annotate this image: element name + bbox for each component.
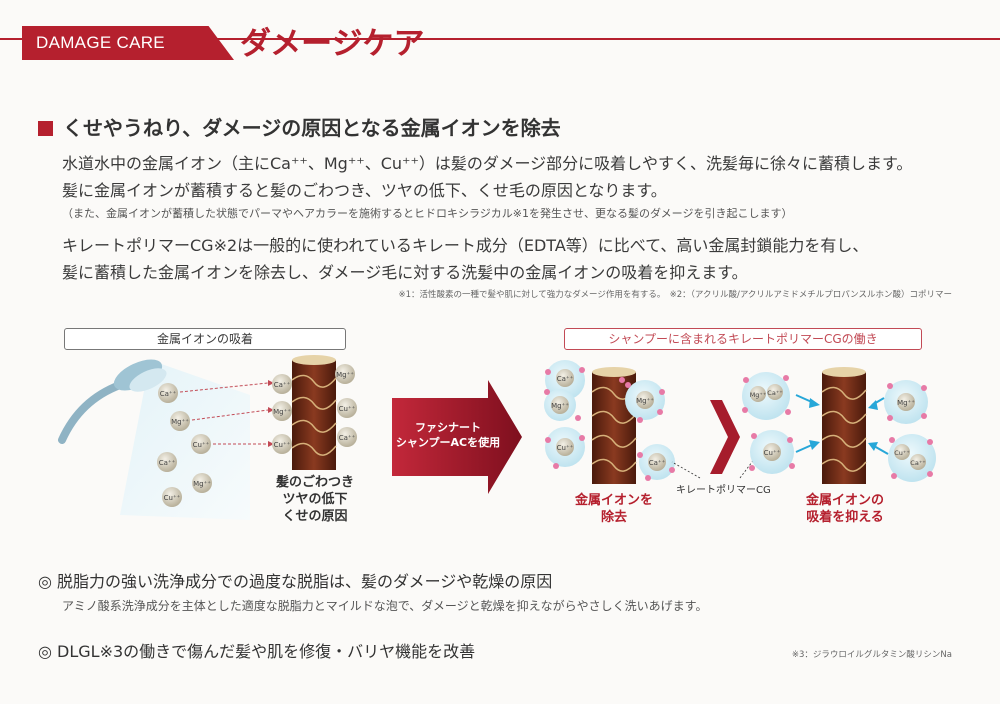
arrow-label-line: シャンプーACを使用 bbox=[395, 436, 501, 449]
svg-text:Mg⁺⁺: Mg⁺⁺ bbox=[897, 399, 915, 407]
svg-text:Mg⁺⁺: Mg⁺⁺ bbox=[193, 480, 211, 488]
svg-text:Mg⁺⁺: Mg⁺⁺ bbox=[336, 371, 354, 379]
chevron-right-icon bbox=[710, 400, 740, 474]
suppress-label: 金属イオンの 吸着を抑える bbox=[790, 492, 900, 526]
remove-label-line: 除去 bbox=[600, 510, 627, 525]
ion-ca bbox=[158, 383, 178, 403]
svg-text:Mg⁺⁺: Mg⁺⁺ bbox=[636, 397, 654, 405]
section-tab-label: DAMAGE CARE bbox=[36, 33, 165, 52]
svg-text:Mg⁺⁺: Mg⁺⁺ bbox=[551, 402, 569, 410]
hair-effect-line: くせの原因 bbox=[282, 509, 348, 524]
svg-text:Mg⁺⁺: Mg⁺⁺ bbox=[273, 408, 291, 416]
adsorb-arrows bbox=[179, 380, 274, 447]
diagram-left-label: 金属イオンの吸着 bbox=[64, 328, 346, 350]
ion-mg bbox=[192, 473, 212, 493]
section-heading: くせやうねり、ダメージの原因となる金属イオンを除去 bbox=[38, 112, 561, 141]
body-note: （また、金属イオンが蓄積した状態でパーマやヘアカラーを施術するとヒドロキシラジカ… bbox=[62, 207, 793, 220]
remove-label-line: 金属イオンを bbox=[574, 493, 653, 508]
hair-strand-damaged bbox=[291, 355, 337, 470]
svg-text:Cu⁺⁺: Cu⁺⁺ bbox=[557, 444, 574, 452]
svg-text:Ca⁺⁺: Ca⁺⁺ bbox=[159, 459, 176, 467]
svg-text:Cu⁺⁺: Cu⁺⁺ bbox=[339, 405, 356, 413]
hair-effect-text: 髪のごわつき ツヤの低下 くせの原因 bbox=[270, 474, 360, 525]
footnote: ※1：活性酸素の一種で髪や肌に対して強力なダメージ作用を有する。 ※2：（アクリ… bbox=[398, 290, 953, 300]
chelate-polymer-label: キレートポリマーCG bbox=[676, 485, 771, 496]
svg-text:Cu⁺⁺: Cu⁺⁺ bbox=[164, 494, 181, 502]
svg-text:Ca⁺⁺: Ca⁺⁺ bbox=[339, 434, 356, 442]
blocked-arrows bbox=[795, 394, 889, 455]
water-ions: Ca⁺⁺ Mg⁺⁺ Cu⁺⁺ Ca⁺⁺ Mg⁺⁺ Cu⁺⁺ bbox=[157, 383, 212, 507]
svg-text:Mg⁺⁺: Mg⁺⁺ bbox=[750, 391, 767, 399]
svg-text:Cu⁺⁺: Cu⁺⁺ bbox=[894, 449, 910, 457]
svg-text:Ca⁺⁺: Ca⁺⁺ bbox=[910, 459, 925, 467]
chelated-ions: Mg⁺⁺ Ca⁺⁺ Cu⁺⁺ Mg⁺⁺ Cu⁺⁺ Ca⁺⁺ bbox=[742, 372, 936, 482]
process-arrow bbox=[392, 380, 522, 494]
section-tab: DAMAGE CARE bbox=[22, 26, 234, 60]
svg-text:Mg⁺⁺: Mg⁺⁺ bbox=[171, 418, 189, 426]
svg-text:Cu⁺⁺: Cu⁺⁺ bbox=[274, 441, 291, 449]
feature-title: ◎ DLGL※3の働きで傷んだ髪や肌を修復・バリヤ機能を改善 bbox=[38, 642, 476, 661]
hair-strand-protected bbox=[821, 367, 867, 484]
shower-head-icon bbox=[58, 359, 167, 444]
ion-mg bbox=[170, 411, 190, 431]
square-bullet-icon bbox=[38, 121, 53, 136]
feature-title: ◎ 脱脂力の強い洗浄成分での過度な脱脂は、髪のダメージや乾燥の原因 bbox=[38, 572, 553, 591]
body-line: キレートポリマーCG※2は一般的に使われているキレート成分（EDTA等）に比べて… bbox=[62, 236, 869, 255]
diagram-right-label: シャンプーに含まれるキレートポリマーCGの働き bbox=[564, 328, 922, 350]
section-heading-text: くせやうねり、ダメージの原因となる金属イオンを除去 bbox=[63, 116, 561, 140]
svg-text:Ca⁺⁺: Ca⁺⁺ bbox=[160, 390, 177, 398]
svg-text:Ca⁺⁺: Ca⁺⁺ bbox=[557, 375, 574, 383]
svg-text:Ca⁺⁺: Ca⁺⁺ bbox=[767, 389, 782, 397]
suppress-label-line: 金属イオンの bbox=[805, 493, 884, 508]
svg-text:Cu⁺⁺: Cu⁺⁺ bbox=[193, 441, 210, 449]
ion-cu bbox=[162, 487, 182, 507]
hair-strand-treated bbox=[591, 367, 637, 484]
svg-text:Ca⁺⁺: Ca⁺⁺ bbox=[649, 459, 666, 467]
suppress-label-line: 吸着を抑える bbox=[806, 510, 884, 525]
hair-ions: Ca⁺⁺ Mg⁺⁺ Mg⁺⁺ Cu⁺⁺ Cu⁺⁺ Ca⁺⁺ bbox=[272, 364, 357, 454]
water-spray bbox=[120, 360, 250, 520]
body-line: 水道水中の金属イオン（主にCa⁺⁺、Mg⁺⁺、Cu⁺⁺）は髪のダメージ部分に吸着… bbox=[62, 154, 913, 173]
page-title: ダメージケア bbox=[240, 26, 425, 62]
remove-label: 金属イオンを 除去 bbox=[564, 492, 664, 526]
header-rule bbox=[0, 38, 1000, 40]
feature-description: アミノ酸系洗浄成分を主体とした適度な脱脂力とマイルドな泡で、ダメージと乾燥を抑え… bbox=[62, 599, 708, 613]
svg-text:Ca⁺⁺: Ca⁺⁺ bbox=[274, 381, 291, 389]
svg-text:Cu⁺⁺: Cu⁺⁺ bbox=[764, 449, 781, 457]
ion-cu bbox=[191, 434, 211, 454]
arrow-label-line: ファシナート bbox=[415, 421, 481, 434]
hair-effect-line: 髪のごわつき bbox=[275, 475, 354, 490]
ion-ca bbox=[157, 452, 177, 472]
body-line: 髪に金属イオンが蓄積すると髪のごわつき、ツヤの低下、くせ毛の原因となります。 bbox=[62, 181, 667, 200]
chelate-bubbles: Ca⁺⁺ Mg⁺⁺ Mg⁺⁺ Cu⁺⁺ Ca⁺⁺ bbox=[544, 360, 675, 481]
footnote: ※3：ジラウロイルグルタミン酸リシンNa bbox=[791, 650, 952, 660]
body-line: 髪に蓄積した金属イオンを除去し、ダメージ毛に対する洗髪中の金属イオンの吸着を抑え… bbox=[62, 263, 748, 282]
hair-effect-line: ツヤの低下 bbox=[282, 492, 348, 507]
arrow-label: ファシナート シャンプーACを使用 bbox=[392, 420, 504, 450]
